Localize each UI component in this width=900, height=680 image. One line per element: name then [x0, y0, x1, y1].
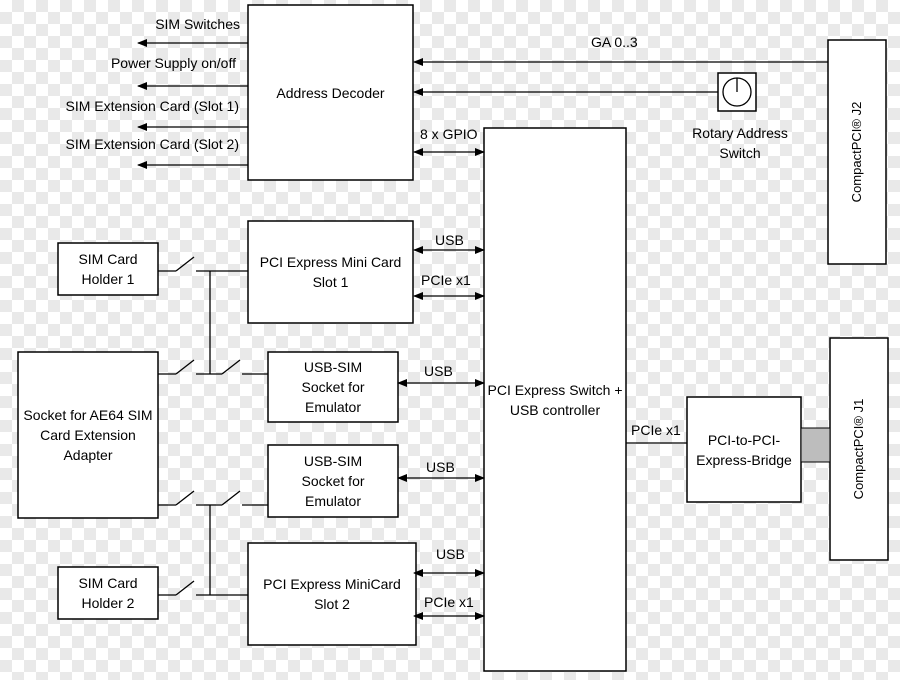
usb-sim2-label: USB	[426, 459, 455, 475]
sim-ext-slot2-label: SIM Extension Card (Slot 2)	[65, 136, 239, 152]
address-decoder-block	[247, 4, 414, 181]
cpci-j1-connector	[829, 337, 889, 561]
minicard-slot2-block	[247, 542, 417, 646]
cpci-j2-connector	[827, 39, 887, 265]
pcie-switch-block	[483, 127, 627, 672]
bridge-block	[686, 396, 802, 503]
usb-slot1-label: USB	[435, 232, 464, 248]
usb-sim-2-block	[267, 444, 399, 518]
cpci-j2-label: CompactPCI® J2	[849, 101, 864, 203]
sim-holder-2-block	[57, 566, 159, 620]
usb-sim1-label: USB	[424, 363, 453, 379]
sim-switches-label: SIM Switches	[155, 16, 240, 32]
usb-sim-1-block	[267, 351, 399, 423]
pcie-slot2-label: PCIe x1	[424, 594, 474, 610]
sim-holder-1-block	[57, 242, 159, 296]
address-decoder-label: Address Decoder	[276, 84, 385, 101]
sim-ext-slot1-label: SIM Extension Card (Slot 1)	[65, 98, 239, 114]
minicard-slot2-label: PCI Express MiniCard Slot 2	[263, 576, 401, 612]
sim-holder-2-label: SIM Card Holder 2	[78, 575, 138, 611]
power-supply-label: Power Supply on/off	[110, 55, 236, 71]
rotary-switch-label: Rotary Address Switch	[692, 125, 788, 161]
usb-sim-1-label: USB-SIM Socket for Emulator	[301, 359, 365, 415]
j1-link-stub	[800, 427, 831, 463]
minicard-slot1-block	[247, 220, 414, 324]
ga-label: GA 0..3	[591, 34, 638, 50]
usb-slot2-label: USB	[436, 546, 465, 562]
bridge-label: PCI-to-PCI- Express-Bridge	[696, 431, 792, 468]
pcie-slot1-label: PCIe x1	[421, 272, 471, 288]
upper-switch-network	[158, 256, 268, 375]
pcie-switch-label: PCI Express Switch + USB controller	[487, 382, 623, 418]
lower-switch-network	[158, 490, 268, 596]
minicard-slot1-label: PCI Express Mini Card Slot 1	[259, 254, 402, 290]
ae64-socket-block	[17, 351, 159, 519]
sim-holder-1-label: SIM Card Holder 1	[78, 251, 138, 287]
ae64-socket-label: Socket for AE64 SIM Card Extension Adapt…	[23, 407, 153, 463]
usb-sim-2-label: USB-SIM Socket for Emulator	[301, 453, 365, 509]
gpio-label: 8 x GPIO	[420, 126, 478, 142]
pcie-bridge-label: PCIe x1	[631, 422, 681, 438]
cpci-j1-label: CompactPCI® J1	[851, 398, 866, 500]
